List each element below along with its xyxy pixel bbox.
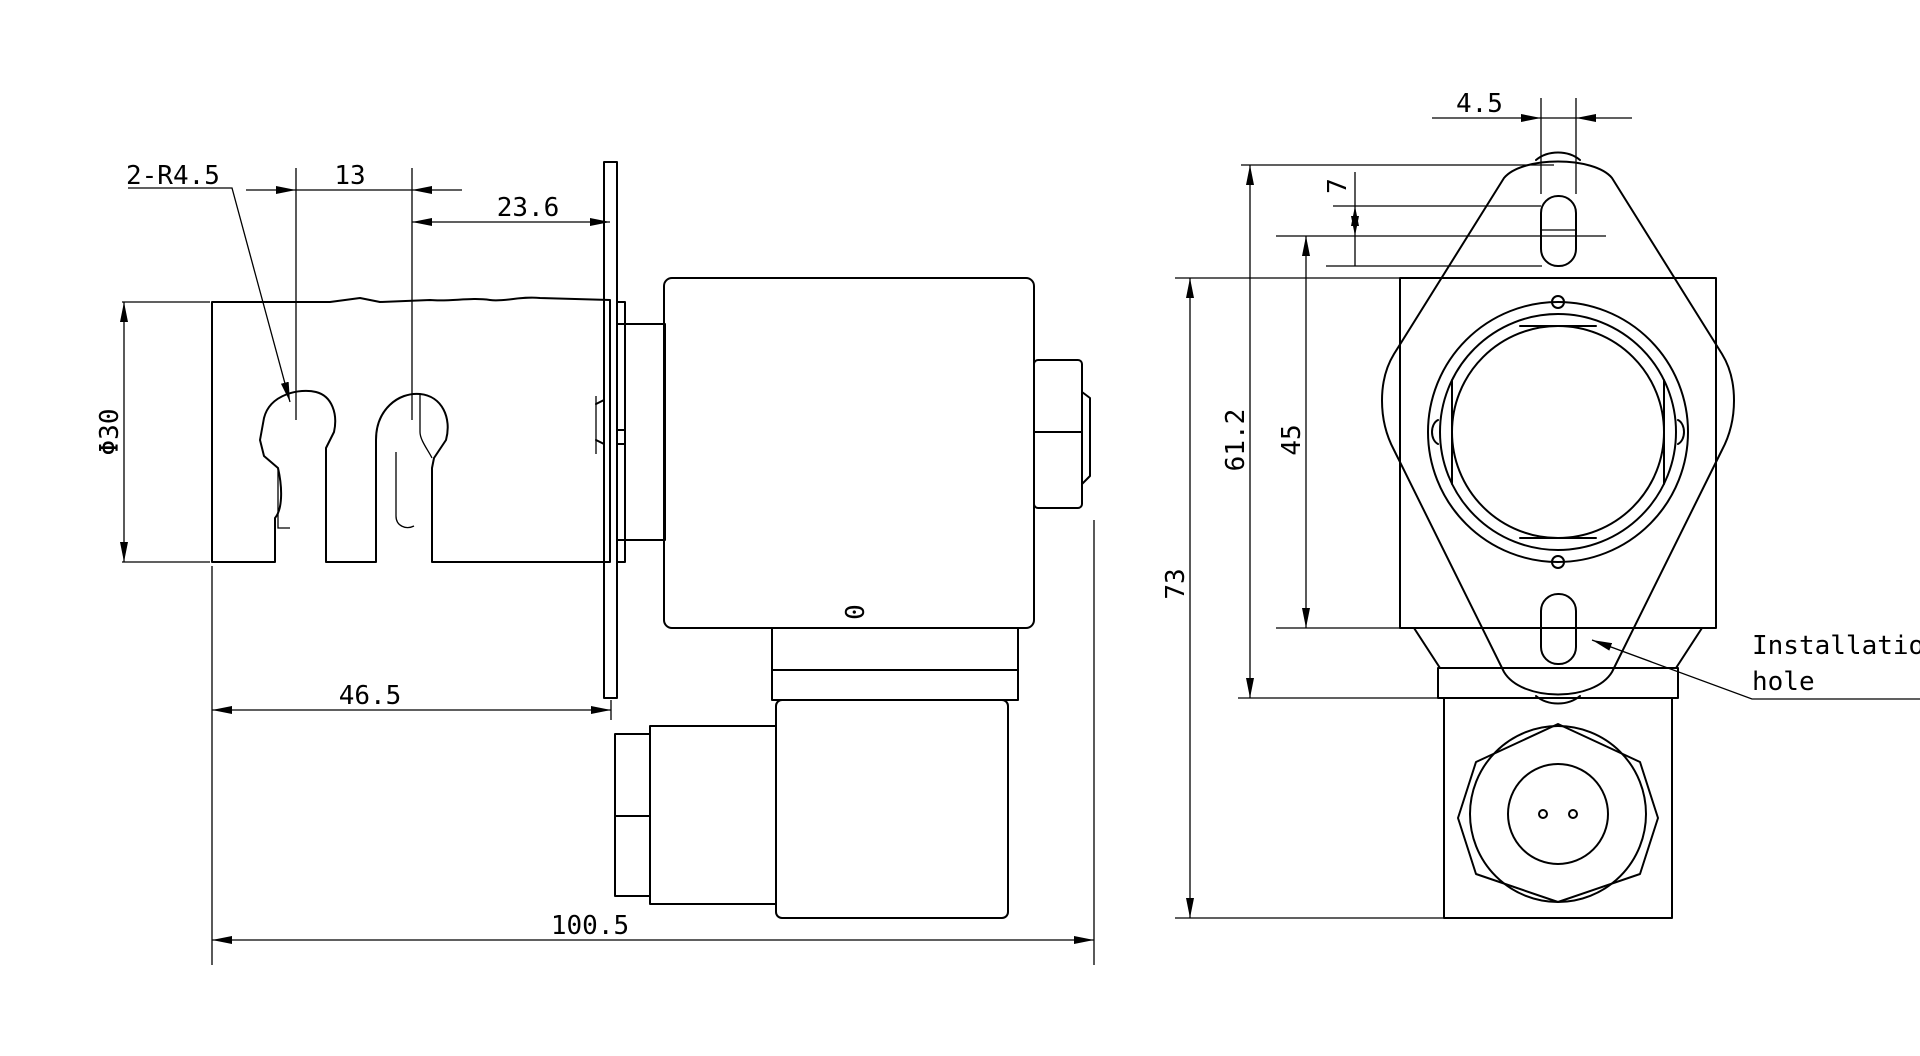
svg-text:46.5: 46.5 xyxy=(339,681,402,711)
extension-lines-side xyxy=(122,168,1095,965)
central-ring xyxy=(1427,295,1689,569)
svg-text:45: 45 xyxy=(1277,424,1307,455)
rear-body xyxy=(1399,277,1717,629)
dim-body-length: 46.5 xyxy=(212,681,611,714)
svg-text:Φ30: Φ30 xyxy=(95,409,125,456)
slotted-tube xyxy=(211,296,611,563)
lower-connector xyxy=(614,627,1019,919)
coil-neck xyxy=(624,323,666,541)
svg-text:Installation: Installation xyxy=(1752,631,1920,661)
coil-body xyxy=(663,277,1035,629)
svg-text:61.2: 61.2 xyxy=(1221,409,1251,472)
dim-slot-pitch: 13 xyxy=(246,161,462,194)
dim-slot-radius: 2-R4.5 xyxy=(126,161,291,403)
dim-hole-spacing: 45 xyxy=(1277,236,1310,628)
dim-slot-to-flange: 23.6 xyxy=(412,193,610,226)
end-nut xyxy=(1033,359,1091,509)
dim-body-diameter: Φ30 xyxy=(95,302,128,562)
installation-hole-top xyxy=(1540,195,1577,267)
installation-hole-bottom xyxy=(1540,593,1577,665)
svg-text:7: 7 xyxy=(1323,178,1353,194)
dim-hole-offset: 7 xyxy=(1323,172,1359,266)
svg-text:hole: hole xyxy=(1752,667,1815,697)
svg-text:73: 73 xyxy=(1161,568,1191,599)
mounting-flange xyxy=(1381,160,1735,696)
svg-text:13: 13 xyxy=(334,161,365,191)
dim-hole-width: 4.5 xyxy=(1432,89,1632,122)
front-connector xyxy=(1443,697,1673,919)
coil-mark: 0 xyxy=(841,604,871,620)
svg-text:2-R4.5: 2-R4.5 xyxy=(126,161,220,191)
extension-lines-front xyxy=(1175,98,1606,919)
dim-overall-height: 73 xyxy=(1161,278,1194,918)
front-view: 4.5 7 45 61.2 73 Installation hole xyxy=(1161,89,1920,919)
dim-overall-length: 100.5 xyxy=(212,911,1094,944)
installation-hole-callout: Installation hole xyxy=(1591,631,1920,700)
svg-text:4.5: 4.5 xyxy=(1456,89,1503,119)
svg-text:23.6: 23.6 xyxy=(497,193,560,223)
side-view: 0 2-R4.5 13 xyxy=(95,161,1095,965)
dim-flange-height: 61.2 xyxy=(1221,165,1254,698)
svg-text:100.5: 100.5 xyxy=(551,911,629,941)
